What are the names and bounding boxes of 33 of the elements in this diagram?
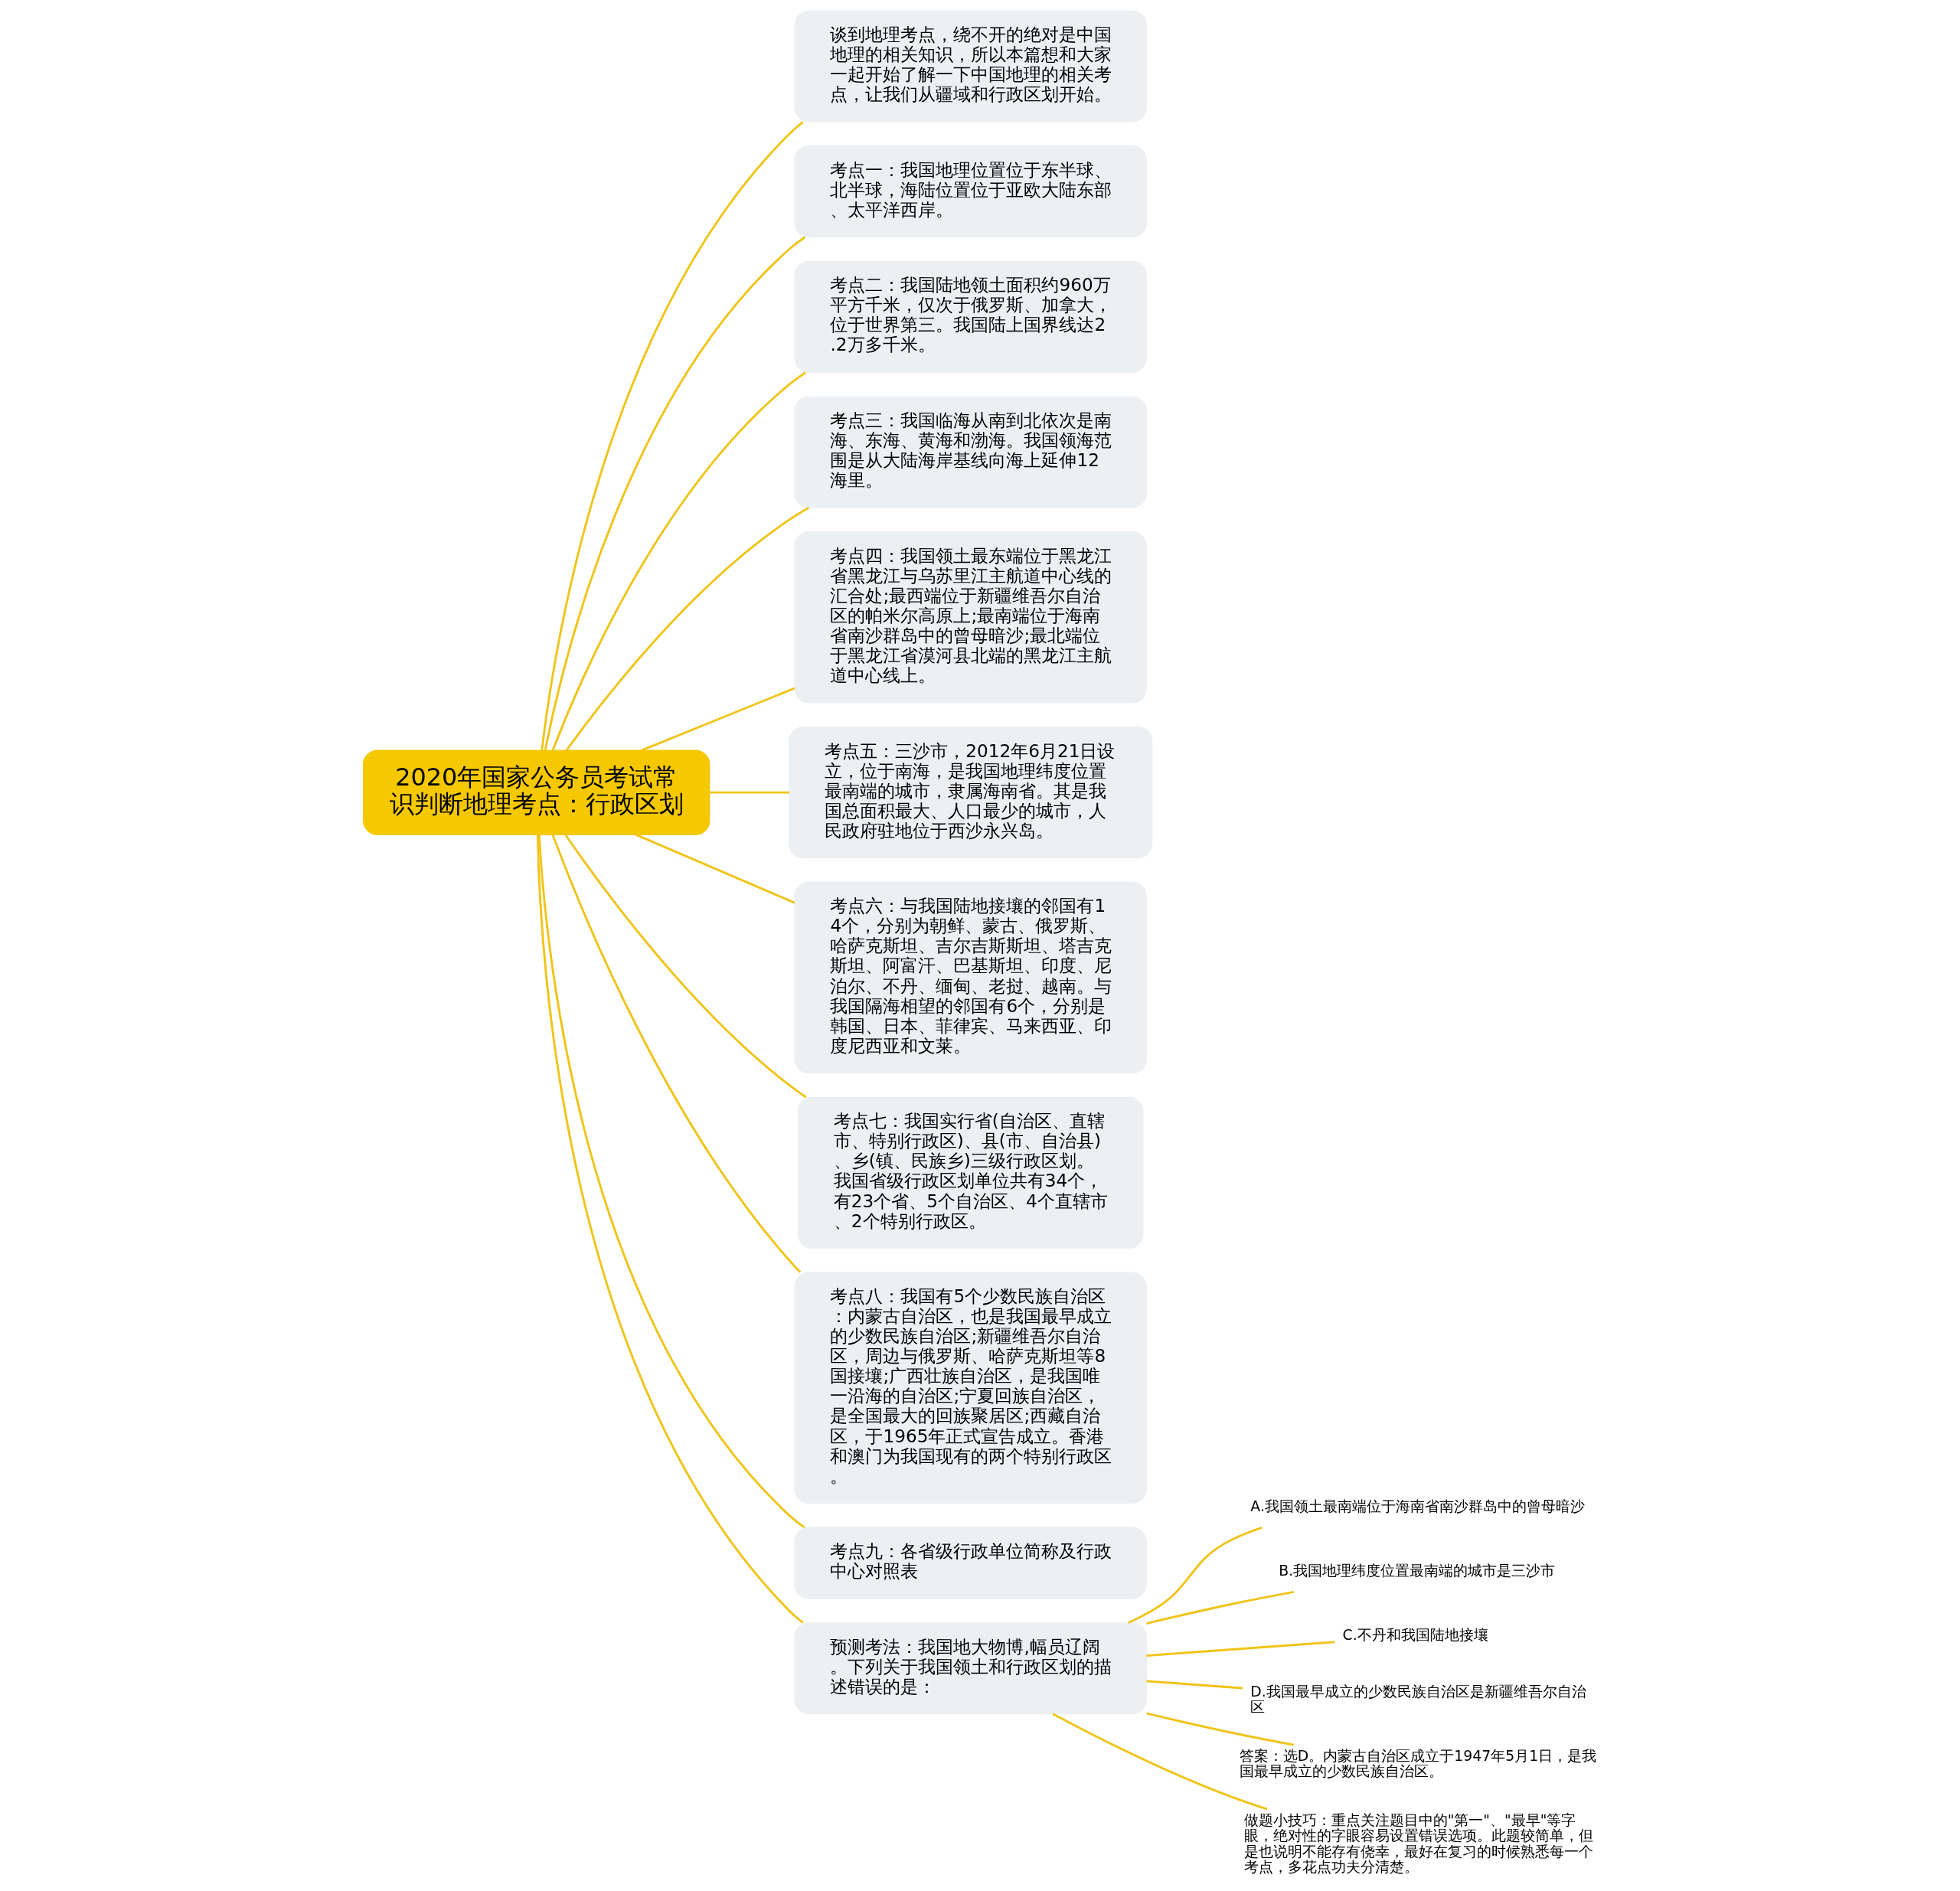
- node-box: 考点八：我国有5个少数民族自治区：内蒙古自治区，也是我国最早成立的少数民族自治区;新疆维吾尔自治区，周边与俄罗斯、哈萨克斯坦等8国接壤;广西壮族自治区，是我国唯一沿海的自治区;宁夏回族自治区，是全国最大的回族聚居区;西藏自治区，于1965年正式宣告成立。香港和澳门为我国现有的两个特别行政区。: [794, 1272, 1147, 1504]
- connector: [1128, 1527, 1263, 1625]
- node-box: 预测考法：我国地大物博,幅员辽阔。下列关于我国领土和行政区划的描述错误的是：: [794, 1622, 1147, 1715]
- connector: [551, 834, 802, 1273]
- node-box: 考点六：与我国陆地接壤的邻国有14个，分别为朝鲜、蒙古、俄罗斯、哈萨克斯坦、吉尔吉斯斯坦、塔吉克斯坦、阿富汗、巴基斯坦、印度、尼泊尔、不丹、缅甸、老挝、越南。与我国隔海相望的邻国有6个，分别是韩国、日本、菲律宾、马来西亚、印度尼西亚和文莱。: [794, 881, 1147, 1074]
- connector: [1146, 1641, 1335, 1657]
- connector: [709, 791, 789, 794]
- node-box: 谈到地理考点，绕不开的绝对是中国地理的相关知识，所以本篇想和大家一起开始了解一下中国地理的相关考点，让我们从疆域和行政区划开始。: [794, 10, 1147, 122]
- node-box: 考点二：我国陆地领土面积约960万平方千米，仅次于俄罗斯、加拿大，位于世界第三。我国陆上国界线达2.2万多千米。: [794, 260, 1147, 373]
- connector: [544, 236, 806, 751]
- node-text: B.我国地理纬度位置最南端的城市是三沙市: [1279, 1563, 1556, 1579]
- connector: [635, 834, 795, 904]
- node-text: D.我国最早成立的少数民族自治区是新疆维吾尔自治区: [1250, 1684, 1586, 1716]
- node-text: C.不丹和我国陆地接壤: [1342, 1627, 1488, 1644]
- node-text: 答案：选D。内蒙古自治区成立于1947年5月1日，是我国最早成立的少数民族自治区。: [1239, 1748, 1597, 1780]
- node-box: 考点一：我国地理位置位于东半球、北半球，海陆位置位于亚欧大陆东部、太平洋西岸。: [794, 145, 1147, 238]
- node-text: A.我国领土最南端位于海南省南沙群岛中的曾母暗沙: [1250, 1498, 1585, 1515]
- node-box: 考点四：我国领土最东端位于黑龙江省黑龙江与乌苏里江主航道中心线的汇合处;最西端位于新疆维吾尔自治区的帕米尔高原上;最南端位于海南省南沙群岛中的曾母暗沙;最北端位于黑龙江省漠河县北端的黑龙江主航道中心线上。: [794, 531, 1147, 704]
- node-text: 做题小技巧：重点关注题目中的"第一"、"最早"等字眼，绝对性的字眼容易设置错误选项。此题较简单，但是也说明不能存有侥幸，最好在复习的时候熟悉每一个考点，多花点功夫分清楚。: [1243, 1812, 1593, 1875]
- connector: [1146, 1680, 1243, 1690]
- node-box: 2020年国家公务员考试常识判断地理考点：行政区划: [363, 750, 710, 835]
- connector: [541, 121, 804, 751]
- node-box: 考点九：各省级行政单位简称及行政中心对照表: [794, 1527, 1147, 1599]
- connector: [564, 834, 807, 1099]
- connector: [1146, 1712, 1295, 1746]
- node-box: 考点五：三沙市，2012年6月21日设立，位于南海，是我国地理纬度位置最南端的城市，隶属海南省。其是我国总面积最大、人口最少的城市，人民政府驻地位于西沙永兴岛。: [789, 726, 1153, 859]
- connector: [1052, 1713, 1268, 1811]
- connector: [1146, 1590, 1295, 1625]
- node-box: 考点七：我国实行省(自治区、直辖市、特别行政区)、县(市、自治县)、乡(镇、民族乡)三级行政区划。我国省级行政区划单位共有34个，有23个省、5个自治区、4个直辖市、2个特别行政区。: [797, 1096, 1144, 1249]
- connector: [551, 371, 806, 751]
- connector: [641, 687, 795, 752]
- connector: [565, 507, 810, 751]
- node-box: 考点三：我国临海从南到北依次是南海、东海、黄海和渤海。我国领海范围是从大陆海岸基线向海上延伸12海里。: [794, 396, 1147, 508]
